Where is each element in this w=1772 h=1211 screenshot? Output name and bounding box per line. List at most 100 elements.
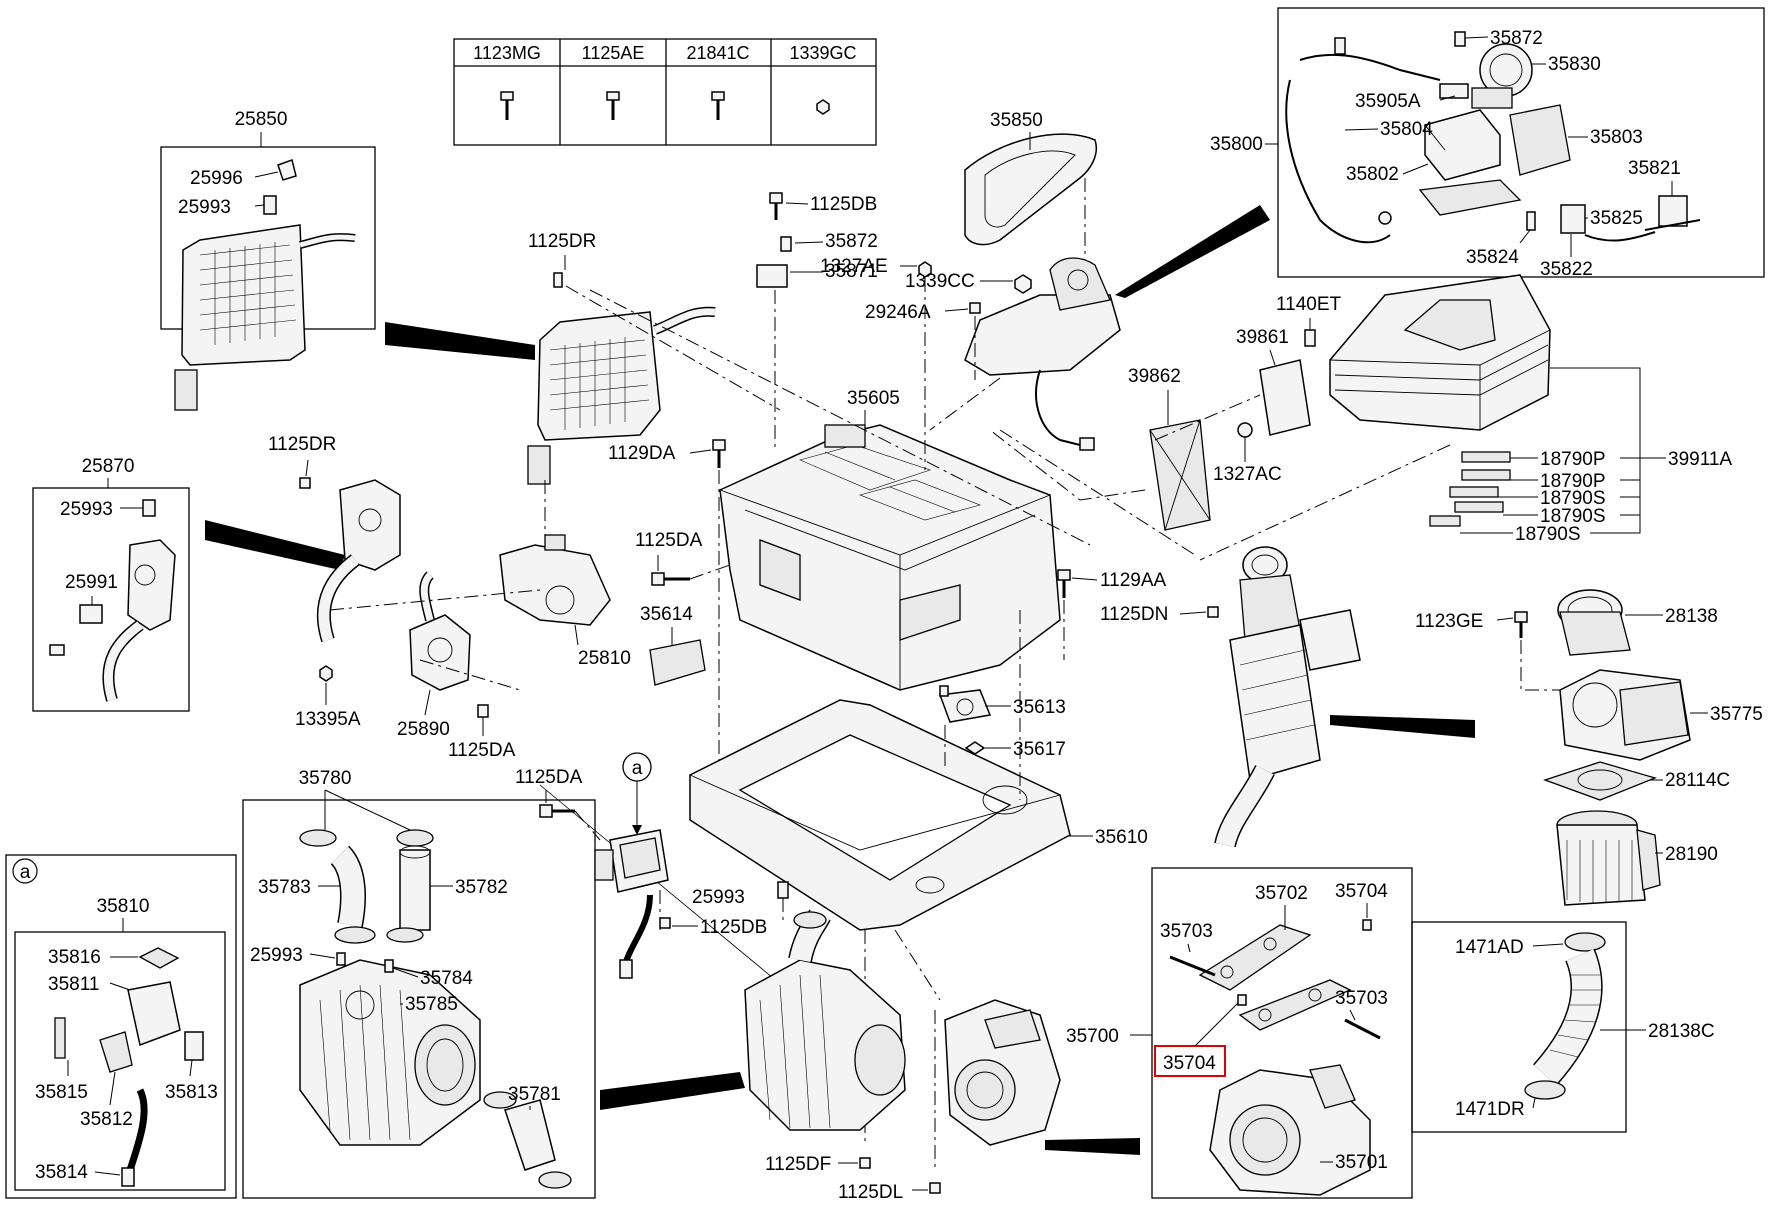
inverter-module bbox=[174, 224, 356, 411]
bracket-35614 bbox=[649, 639, 706, 686]
callout-35613: 35613 bbox=[1013, 697, 1066, 718]
arrow-pointer bbox=[1045, 1138, 1140, 1155]
throttle-35775 bbox=[1559, 669, 1691, 761]
module-35802 bbox=[1424, 109, 1501, 181]
valve-body-35811 bbox=[54, 981, 204, 1187]
callout-1125da: 1125DA bbox=[515, 767, 583, 788]
arrow-pointer bbox=[632, 825, 642, 835]
callout-35704-highlighted: 35704 bbox=[1163, 1053, 1216, 1074]
callout-35780: 35780 bbox=[299, 768, 352, 789]
valve-35822 bbox=[1560, 204, 1656, 242]
callout-35812: 35812 bbox=[80, 1109, 133, 1130]
callout-35821: 35821 bbox=[1628, 158, 1681, 179]
callout-25991: 25991 bbox=[65, 572, 118, 593]
mount-35613 bbox=[938, 685, 992, 723]
callout-18790s: 18790S bbox=[1540, 506, 1606, 527]
callout-1125dn: 1125DN bbox=[1100, 604, 1168, 625]
compressor-35785 bbox=[299, 959, 481, 1146]
arrow-pointer bbox=[1330, 715, 1475, 738]
plate-35803 bbox=[1509, 104, 1571, 176]
callout-35784: 35784 bbox=[420, 968, 473, 989]
callout-35816: 35816 bbox=[48, 947, 101, 968]
box-28138c bbox=[1411, 921, 1627, 1133]
tube-35781 bbox=[504, 1099, 556, 1171]
callout-35822: 35822 bbox=[1540, 259, 1593, 280]
battery-cover-39911a bbox=[1329, 274, 1551, 431]
hose-35783 bbox=[329, 845, 366, 928]
callout-35700: 35700 bbox=[1066, 1026, 1119, 1047]
clamp-1471dr bbox=[1524, 1080, 1566, 1100]
callout-35872: 35872 bbox=[825, 231, 878, 252]
callout-1129aa: 1129AA bbox=[1100, 570, 1167, 591]
hose-28138c bbox=[1532, 948, 1603, 1086]
valve-35821 bbox=[1644, 195, 1701, 231]
callout-1125dr: 1125DR bbox=[528, 231, 596, 252]
callout-35617: 35617 bbox=[1013, 739, 1066, 760]
fastener-table: 1123MG 1125AE 21841C 1339GC bbox=[453, 38, 877, 146]
callout-35815: 35815 bbox=[35, 1082, 88, 1103]
callout-29246a: 29246A bbox=[865, 302, 931, 323]
callout-39861: 39861 bbox=[1236, 327, 1289, 348]
callout-25993: 25993 bbox=[692, 887, 745, 908]
callout-1129da: 1129DA bbox=[608, 443, 676, 464]
callout-25890: 25890 bbox=[397, 719, 450, 740]
motor-35830 bbox=[1471, 43, 1533, 109]
callout-35701: 35701 bbox=[1335, 1152, 1388, 1173]
blower-module bbox=[1214, 546, 1361, 848]
callout-35785: 35785 bbox=[405, 994, 458, 1015]
callout-1471ad: 1471AD bbox=[1455, 937, 1524, 958]
callout-35781: 35781 bbox=[508, 1084, 561, 1105]
callout-35814: 35814 bbox=[35, 1162, 88, 1183]
washer-35617 bbox=[964, 741, 986, 755]
pump-25890 bbox=[409, 571, 471, 691]
callout-35800: 35800 bbox=[1210, 134, 1263, 155]
callout-1123ge: 1123GE bbox=[1415, 611, 1483, 632]
bracket-35702 bbox=[1198, 924, 1352, 1031]
callout-35905a: 35905A bbox=[1355, 91, 1421, 112]
callout-35830: 35830 bbox=[1548, 54, 1601, 75]
callout-1125db: 1125DB bbox=[810, 194, 877, 215]
callout-35811: 35811 bbox=[48, 974, 99, 995]
table-header-21841c: 21841C bbox=[686, 43, 749, 63]
arrow-pointer bbox=[385, 322, 535, 360]
bracket-39862 bbox=[1149, 419, 1211, 531]
callout-1471dr: 1471DR bbox=[1455, 1099, 1525, 1120]
valve-assembly bbox=[594, 829, 669, 979]
callout-18790s: 18790S bbox=[1515, 524, 1581, 545]
pump-assembly bbox=[316, 479, 401, 643]
callout-25993: 25993 bbox=[178, 197, 231, 218]
battery-pack-35605 bbox=[719, 424, 1061, 691]
callout-35702: 35702 bbox=[1255, 883, 1308, 904]
bolt-icon bbox=[500, 91, 514, 120]
callout-35703: 35703 bbox=[1335, 988, 1388, 1009]
bracket-assembly bbox=[964, 257, 1121, 451]
callout-18790p: 18790P bbox=[1540, 471, 1606, 492]
callout-35825: 35825 bbox=[1590, 208, 1643, 229]
table-header-1125ae: 1125AE bbox=[582, 43, 645, 63]
callout-28138c: 28138C bbox=[1648, 1021, 1715, 1042]
motor-35701 bbox=[1209, 1064, 1371, 1196]
filter-28190 bbox=[1556, 810, 1661, 906]
gasket-28114c bbox=[1543, 761, 1657, 801]
callout-35614: 35614 bbox=[640, 604, 693, 625]
box-35800 bbox=[1277, 7, 1765, 278]
cover-35850 bbox=[964, 133, 1097, 246]
callout-35783: 35783 bbox=[258, 877, 311, 898]
callout-1339cc: 1339CC bbox=[905, 271, 975, 292]
box-25870 bbox=[32, 487, 190, 712]
motor-center bbox=[944, 999, 1061, 1146]
callout-35871: 35871 bbox=[825, 261, 878, 282]
callout-1125da: 1125DA bbox=[448, 740, 516, 761]
callout-1327ac: 1327AC bbox=[1213, 464, 1282, 485]
callout-35813: 35813 bbox=[165, 1082, 218, 1103]
table-header-1123mg: 1123MG bbox=[473, 43, 541, 63]
bracket-25810 bbox=[499, 534, 611, 626]
callout-35782: 35782 bbox=[455, 877, 508, 898]
highlight-box bbox=[1154, 1045, 1226, 1077]
callout-35803: 35803 bbox=[1590, 127, 1643, 148]
callout-39862: 39862 bbox=[1128, 366, 1181, 387]
bolt-icon bbox=[711, 91, 725, 120]
callout-1125dr: 1125DR bbox=[268, 434, 336, 455]
box-a: a 35810 35816 35811 35815 35813 35812 35… bbox=[5, 854, 237, 1199]
